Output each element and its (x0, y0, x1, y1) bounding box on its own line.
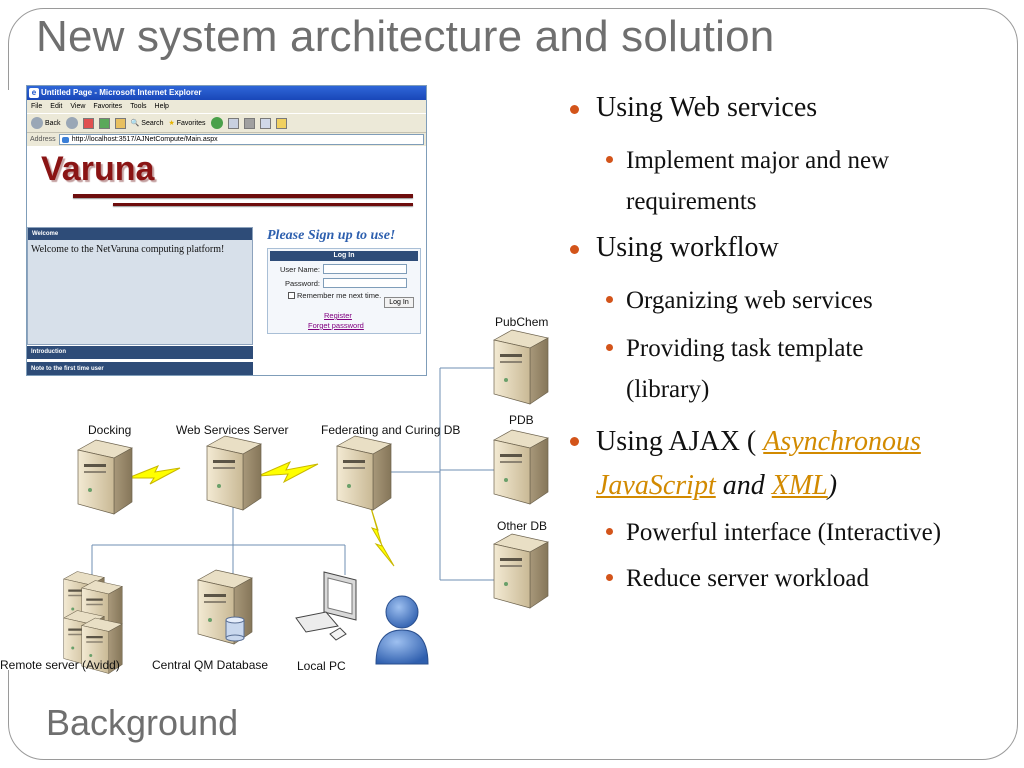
slide-subtitle: Background (46, 702, 239, 743)
back-arrow-icon (31, 117, 43, 129)
back-button[interactable]: Back (31, 117, 61, 129)
bullet-dot-icon (570, 105, 579, 114)
bullet-dot-icon (570, 437, 579, 446)
bullet-dot-icon (606, 528, 613, 535)
frame-gap (0, 90, 14, 670)
sub-bullet-implement: Implement major and new requirements (588, 140, 889, 222)
asynchronous-link[interactable]: Asynchronous (763, 426, 921, 457)
welcome-header: Welcome (28, 228, 252, 240)
print-icon[interactable] (243, 117, 255, 129)
sub-bullet-interface: Powerful interface (Interactive) (588, 512, 941, 553)
menu-file[interactable]: File (31, 103, 43, 110)
bullet-workflow: Using workflow (568, 232, 779, 264)
username-label: User Name: (279, 264, 320, 274)
remote-server-label: Remote server (Avidd) (0, 658, 120, 672)
username-input[interactable] (323, 264, 407, 274)
folder-icon[interactable] (275, 117, 287, 129)
varuna-logo: Varuna (41, 150, 155, 188)
other-db-label: Other DB (497, 519, 548, 533)
signup-title: Please Sign up to use! (267, 228, 396, 243)
browser-screenshot: e Untitled Page - Microsoft Internet Exp… (26, 85, 427, 376)
search-icon: 🔍 (130, 120, 140, 127)
login-button[interactable]: Log In (384, 297, 414, 308)
frame-accent-top (8, 44, 9, 84)
ie-title-bar: e Untitled Page - Microsoft Internet Exp… (27, 86, 426, 100)
ie-logo-icon: e (29, 88, 39, 98)
menu-help[interactable]: Help (154, 103, 169, 110)
password-label: Password: (284, 278, 320, 288)
federating-db-label: Federating and Curing DB (321, 423, 461, 437)
introduction-link[interactable]: Introduction (27, 346, 253, 359)
ie-menu-bar: File Edit View Favorites Tools Help (27, 100, 426, 113)
frame-accent-bottom (8, 674, 9, 714)
menu-favorites[interactable]: Favorites (93, 103, 123, 110)
bullet-dot-icon (570, 245, 579, 254)
address-label: Address (30, 135, 56, 143)
banner-line (113, 203, 413, 206)
refresh-icon[interactable] (98, 117, 110, 129)
first-time-note-link[interactable]: Note to the first time user (27, 362, 253, 375)
sub-bullet-organizing: Organizing web services (588, 280, 873, 321)
bullet-dot-icon (606, 344, 613, 351)
menu-view[interactable]: View (70, 103, 86, 110)
ie-address-bar: Address http://localhost:3517/AJNetCompu… (27, 133, 426, 146)
edit-icon[interactable] (259, 117, 271, 129)
address-input[interactable]: http://localhost:3517/AJNetCompute/Main.… (58, 134, 424, 145)
forgot-password-link[interactable]: Forget password (308, 321, 364, 330)
web-services-server-label: Web Services Server (176, 423, 289, 437)
favorites-button[interactable]: ★ Favorites (168, 119, 206, 128)
banner-line (73, 194, 413, 198)
login-form: Log In User Name: Password: Remember me … (267, 248, 421, 334)
home-icon[interactable] (114, 117, 126, 129)
forward-arrow-icon[interactable] (65, 117, 78, 129)
bullet-dot-icon (606, 156, 613, 163)
mail-icon[interactable] (227, 117, 239, 129)
sub-bullet-workload: Reduce server workload (588, 558, 869, 599)
stop-icon[interactable] (82, 117, 94, 129)
register-link[interactable]: Register (324, 311, 352, 320)
welcome-text: Welcome to the NetVaruna computing platf… (31, 244, 225, 255)
sub-bullet-template: Providing task template (library) (588, 328, 863, 410)
bullet-web-services: Using Web services (568, 92, 817, 124)
menu-tools[interactable]: Tools (130, 103, 147, 110)
xml-link[interactable]: XML (771, 470, 828, 501)
history-icon[interactable] (210, 117, 223, 129)
star-icon: ★ (168, 120, 175, 127)
pdb-label: PDB (509, 413, 534, 427)
varuna-banner: Varuna (27, 146, 426, 226)
login-header: Log In (270, 251, 418, 261)
bullet-dot-icon (606, 296, 613, 303)
remember-label: Remember me next time. (297, 291, 382, 300)
slide-title: New system architecture and solution (36, 12, 775, 61)
pubchem-label: PubChem (495, 315, 549, 329)
bullet-dot-icon (606, 574, 613, 581)
javascript-link[interactable]: JavaScript (596, 470, 716, 501)
bullet-ajax: Using AJAX ( Asynchronous JavaScript and… (568, 420, 921, 508)
menu-edit[interactable]: Edit (50, 103, 63, 110)
remember-checkbox[interactable] (288, 292, 295, 299)
welcome-panel: Welcome Welcome to the NetVaruna computi… (27, 227, 253, 345)
ie-toolbar: Back 🔍 Search ★ Favorites (27, 113, 426, 133)
window-title: Untitled Page - Microsoft Internet Explo… (41, 88, 202, 97)
search-button[interactable]: 🔍 Search (130, 119, 164, 128)
local-pc-label: Local PC (297, 659, 346, 673)
password-input[interactable] (323, 278, 407, 288)
central-qm-label: Central QM Database (152, 658, 269, 672)
docking-label: Docking (88, 423, 132, 437)
